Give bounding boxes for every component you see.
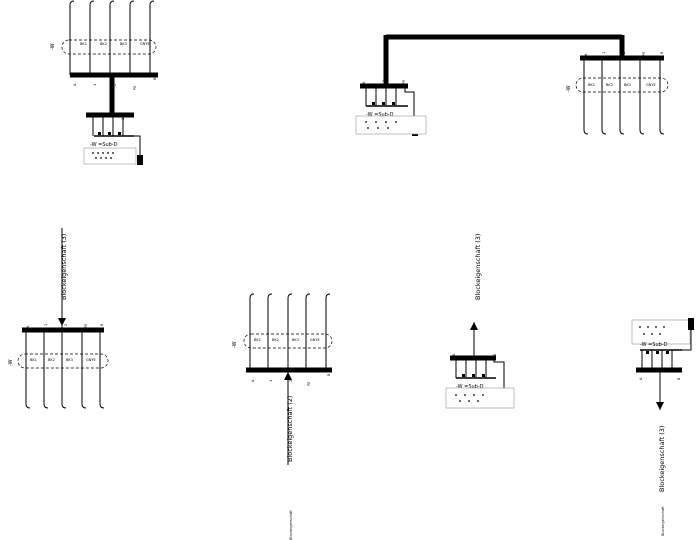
block-property-label: Blockeigenschaft (3): [658, 426, 666, 492]
terminal-tag: BK3: [120, 42, 127, 46]
terminal-tag: BK3: [66, 358, 73, 362]
terminal-tag: BK3: [292, 338, 299, 342]
cable-tag: -W: [232, 341, 238, 348]
block-property-label: Blockeigenschaft (3): [60, 234, 68, 300]
port-label: PE: [642, 52, 646, 56]
port-label: B: [660, 51, 664, 54]
cable-group-center-right: Blockeigenschaft (3) A B -W =Sub-D: [445, 234, 515, 409]
terminal-tag: BK2: [100, 42, 107, 46]
cable-group-left-middle: Blockeigenschaft (3) BK1 BK2 BK3 GNYE -W…: [8, 228, 109, 409]
terminal-tag: GNYE: [646, 83, 656, 87]
port-label: B: [327, 373, 331, 376]
port-label: 2: [622, 52, 626, 54]
port-label: PE: [133, 86, 137, 90]
cable-group-center: BK1 BK2 BK3 GNYE -W A 1 2 PE B Blockeige…: [232, 293, 333, 540]
terminal-tag: BK2: [48, 358, 55, 362]
port-label: A: [639, 377, 643, 380]
cable-group-right: -W =Sub-D A B Blockeigenschaft (3) Block…: [631, 318, 694, 536]
terminal-tag: BK2: [272, 338, 279, 342]
port-label: 2: [289, 380, 293, 382]
terminal-tag: BK3: [624, 83, 631, 87]
port-label: 2: [64, 324, 68, 326]
port-label: B: [677, 377, 681, 380]
port-label: 1: [602, 52, 606, 54]
port-label: 1: [93, 84, 97, 86]
cable-tag: -W: [50, 43, 56, 50]
connector-label: -W =Sub-D: [90, 142, 118, 148]
connector-label: -W =Sub-D: [640, 342, 668, 348]
port-label: PE: [307, 382, 311, 386]
port-label: PE: [84, 324, 88, 328]
terminal-tag: BK1: [254, 338, 261, 342]
terminal-tag: GNYE: [140, 42, 150, 46]
port-label: A: [73, 83, 77, 86]
cable-tag: -W: [8, 359, 14, 366]
port-label: A: [452, 353, 456, 356]
block-property-label-small: Blockeigenschaft: [289, 510, 293, 540]
port-label: 1: [44, 324, 48, 326]
terminal-tag: GNYE: [86, 358, 96, 362]
port-label: A: [584, 53, 588, 56]
cable-group-top-left: BK1 BK2 BK3 GNYE -W A 1 2 PE B 3 -W =Sub…: [50, 0, 158, 165]
terminal-tag: BK1: [588, 83, 595, 87]
block-property-label: Blockeigenschaft (2): [286, 396, 294, 462]
terminal-tag: BK1: [80, 42, 87, 46]
port-label: 3: [121, 118, 125, 120]
port-label: 1: [269, 380, 273, 382]
port-label: A: [362, 81, 366, 84]
terminal-tag: BK1: [30, 358, 37, 362]
port-label: PE: [402, 80, 406, 84]
connector-label: -W =Sub-D: [366, 112, 394, 118]
port-label: 2: [113, 84, 117, 86]
block-property-label: Blockeigenschaft (3): [474, 234, 482, 300]
block-property-label-small: Blockeigenschaft: [661, 506, 665, 536]
port-label: A: [251, 379, 255, 382]
terminal-tag: BK2: [606, 83, 613, 87]
cable-group-top-right: A 2 PE -W =Sub-D BK1 BK2 BK3 GNYE -W A 1…: [355, 34, 669, 136]
port-label: A: [26, 325, 30, 328]
cable-tag: -W: [566, 85, 572, 92]
port-label: B: [493, 353, 497, 356]
port-label: 2: [382, 80, 386, 82]
port-label: B: [100, 323, 104, 326]
port-label: B: [153, 77, 157, 80]
connector-label: -W =Sub-D: [456, 384, 484, 390]
terminal-tag: GNYE: [310, 338, 320, 342]
